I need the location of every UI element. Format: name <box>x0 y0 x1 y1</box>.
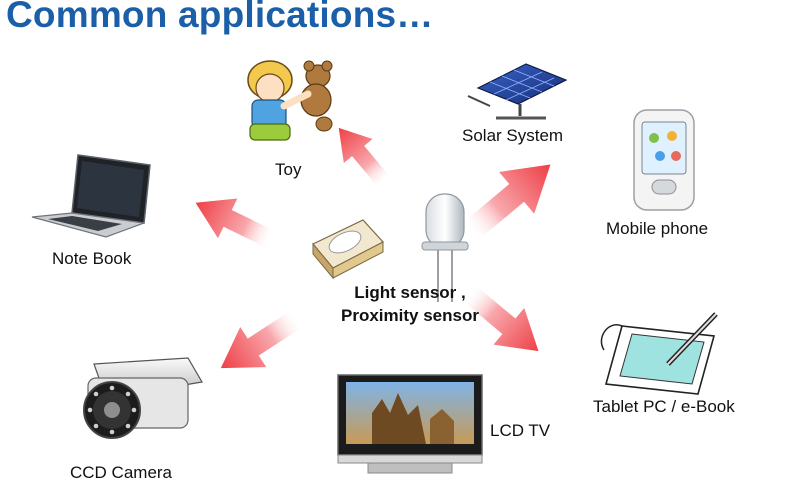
label-lcd-tv: LCD TV <box>490 421 551 440</box>
toy-child-teddy-icon <box>247 60 333 141</box>
page-title: Common applications… <box>6 0 434 35</box>
center-label: Light sensor , Proximity sensor <box>300 281 520 327</box>
label-toy: Toy <box>275 160 302 179</box>
arrow-to-notebook <box>185 182 282 260</box>
label-ccd-camera: CCD Camera <box>70 463 173 482</box>
arrow-to-ccd <box>207 297 312 389</box>
solar-panel-icon <box>467 63 568 120</box>
notebook-laptop-icon <box>31 154 151 238</box>
lcd-tv-icon <box>337 374 483 474</box>
center-label-line-2: Proximity sensor <box>341 306 479 325</box>
label-solar-system: Solar System <box>462 126 564 145</box>
ccd-camera-icon <box>83 357 203 439</box>
led-sensor-icon <box>421 193 469 302</box>
label-mobile-phone: Mobile phone <box>606 219 709 238</box>
tablet-pen-icon <box>600 312 718 395</box>
mobile-phone-icon <box>633 109 695 211</box>
arrow-to-toy <box>324 115 400 196</box>
smd-light-sensor-icon <box>312 219 384 280</box>
center-label-line-1: Light sensor , <box>354 283 466 302</box>
label-tablet-pc: Tablet PC / e-Book <box>593 397 735 416</box>
arrow-to-solar <box>452 143 568 253</box>
label-note-book: Note Book <box>52 249 132 268</box>
